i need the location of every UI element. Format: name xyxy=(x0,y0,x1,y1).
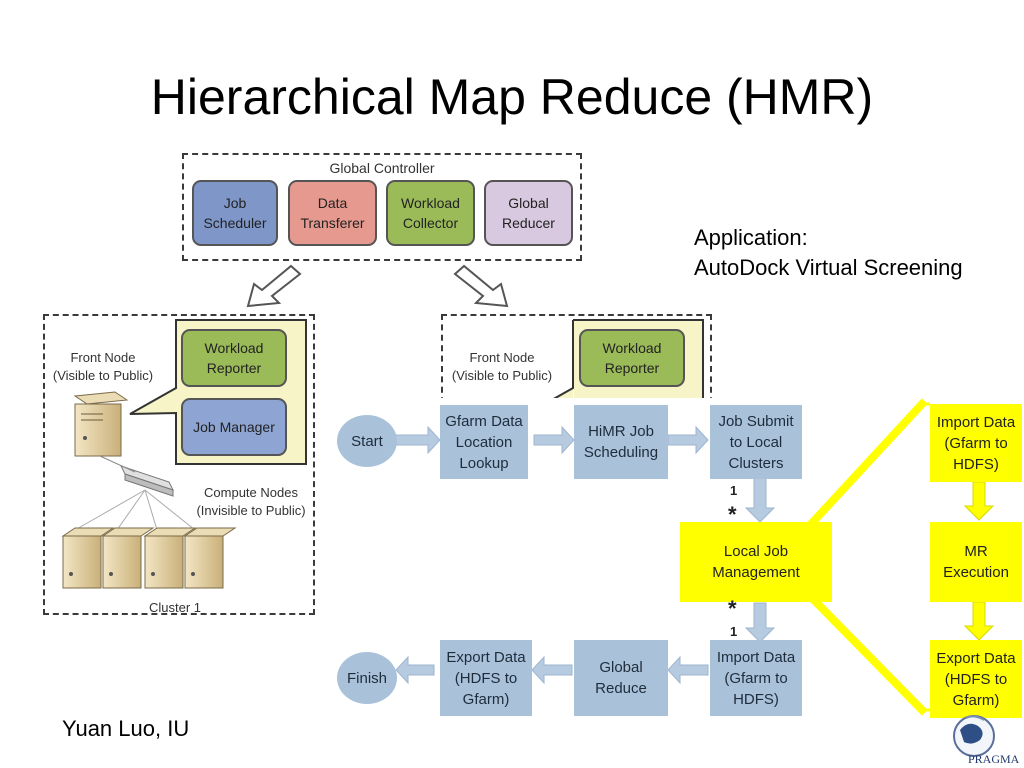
arrow-reduce-to-export xyxy=(531,655,573,685)
export-data-bottom-box: Export Data (HDFS to Gfarm) xyxy=(440,640,532,716)
flowchart-arrows xyxy=(395,398,995,716)
right-hollow-arrow xyxy=(453,264,509,308)
slide-title: Hierarchical Map Reduce (HMR) xyxy=(150,69,874,125)
connector-local-to-top xyxy=(806,398,928,529)
multiplicity-many-bottom: * xyxy=(728,596,737,621)
multiplicity-one-top: 1 xyxy=(730,483,738,498)
arrow-import-to-reduce xyxy=(667,655,709,685)
compute-node-icon-2 xyxy=(101,527,155,589)
cluster-2-workload-reporter: Workload Reporter xyxy=(579,329,685,387)
cluster-1-front-node-label: Front Node (Visible to Public) xyxy=(52,350,154,383)
cluster-1-job-manager: Job Manager xyxy=(181,398,287,456)
application-label: Application: xyxy=(694,225,808,250)
network-wires xyxy=(74,489,196,531)
arrow-start-to-lookup xyxy=(395,425,441,455)
cluster-2-front-node-label: Front Node (Visible to Public) xyxy=(451,350,553,383)
compute-node-icon-3 xyxy=(143,527,197,589)
global-reduce-box: Global Reduce xyxy=(574,640,668,716)
left-hollow-arrow xyxy=(246,264,302,308)
himr-scheduling-box: HiMR Job Scheduling xyxy=(574,405,668,479)
start-node: Start xyxy=(337,415,397,467)
cluster-1-workload-reporter: Workload Reporter xyxy=(181,329,287,387)
workload-collector-box: Workload Collector xyxy=(386,180,475,246)
local-job-management-box: Local Job Management xyxy=(680,522,832,602)
data-transferer-box: Data Transferer xyxy=(288,180,377,246)
multiplicity-many-top: * xyxy=(728,502,737,527)
import-data-right-box: Import Data (Gfarm to HDFS) xyxy=(930,404,1022,482)
pragma-logo: PRAGMA xyxy=(953,715,1020,766)
controller-arrows xyxy=(246,264,509,308)
arrow-lookup-to-scheduling xyxy=(533,425,575,455)
compute-node-icon-1 xyxy=(61,527,115,589)
cluster-1-label: Cluster 1 xyxy=(148,600,202,615)
arrow-export-to-finish xyxy=(395,655,435,685)
global-controller-label: Global Controller xyxy=(329,160,435,176)
global-reducer-box: Global Reducer xyxy=(484,180,573,246)
arrow-mr-to-export xyxy=(963,601,995,641)
arrow-submit-to-local xyxy=(744,477,776,523)
svg-text:PRAGMA: PRAGMA xyxy=(968,752,1020,766)
job-scheduler-box: Job Scheduler xyxy=(192,180,278,246)
mr-execution-box: MR Execution xyxy=(930,522,1022,602)
arrow-local-to-import xyxy=(744,602,776,643)
finish-node: Finish xyxy=(337,652,397,704)
arrow-import-to-mr xyxy=(963,481,995,521)
job-submit-box: Job Submit to Local Clusters xyxy=(710,405,802,479)
multiplicity-one-bottom: 1 xyxy=(730,624,738,639)
author-credit: Yuan Luo, IU xyxy=(62,716,190,741)
application-name: AutoDock Virtual Screening xyxy=(694,255,963,280)
cluster-1-servers xyxy=(61,391,237,589)
gfarm-lookup-box: Gfarm Data Location Lookup xyxy=(440,405,528,479)
arrow-scheduling-to-submit xyxy=(667,425,709,455)
export-data-right-box: Export Data (HDFS to Gfarm) xyxy=(930,640,1022,718)
cluster-1-compute-nodes-label: Compute Nodes (Invisible to Public) xyxy=(196,485,306,518)
front-node-server-icon xyxy=(73,391,129,457)
compute-node-icon-4 xyxy=(183,527,237,589)
connector-local-to-bottom xyxy=(806,592,928,716)
import-data-bottom-box: Import Data (Gfarm to HDFS) xyxy=(710,640,802,716)
